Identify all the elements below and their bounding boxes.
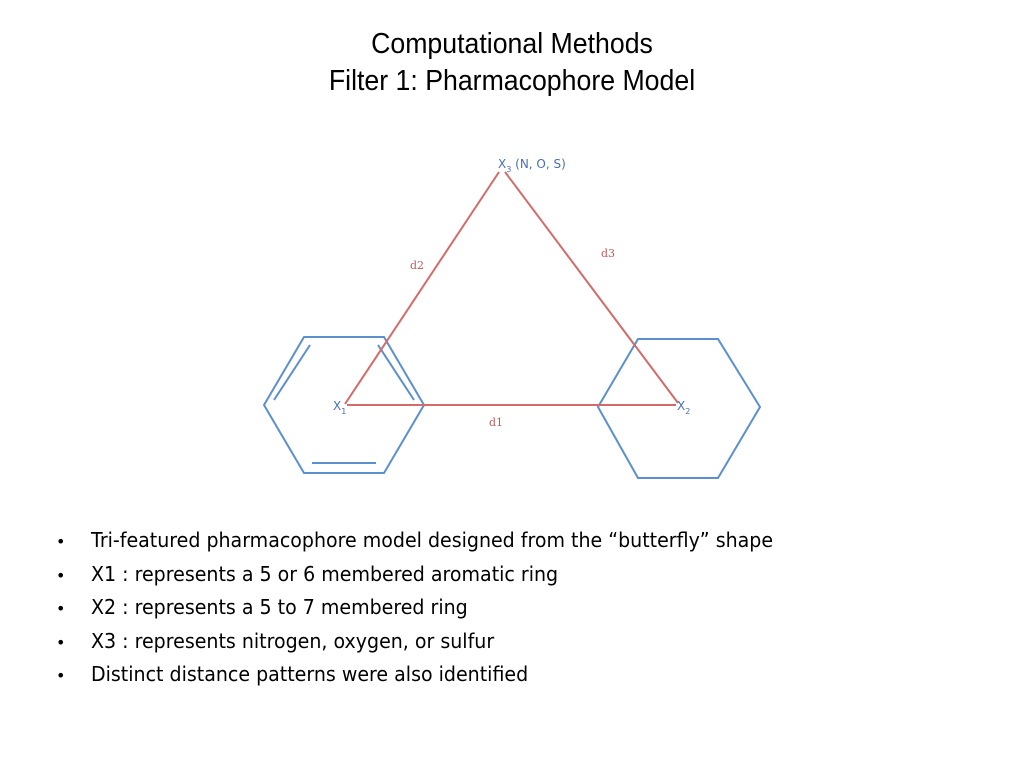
bullet-item: • X3 : represents nitrogen, oxygen, or su… [56, 625, 809, 659]
x2-label: X2 [677, 399, 690, 416]
bullet-marker: • [56, 599, 66, 618]
bullet-text: X2 : represents a 5 to 7 membered ring [91, 595, 468, 619]
ring-x1-outline [262, 336, 426, 474]
distance-label-d1: d1 [489, 416, 503, 429]
bullet-marker: • [56, 666, 66, 685]
bullet-text: X1 : represents a 5 or 6 membered aromat… [91, 561, 559, 586]
bullet-marker: • [56, 532, 66, 551]
edge-d3 [504, 171, 679, 404]
distance-label-d2: d2 [410, 259, 424, 272]
bullet-item: • Tri-featured pharmacophore model design… [56, 524, 809, 558]
title-line-2: Filter 1: Pharmacophore Model [328, 65, 696, 97]
bullet-item: • X2 : represents a 5 to 7 membered ring [56, 591, 809, 625]
bullet-item: • Distinct distance patterns were also id… [56, 658, 809, 692]
x3-label: X3 (N, O, S) [498, 157, 566, 174]
ring-x1-double-bond-left [273, 344, 311, 401]
bullet-text: X3 : represents nitrogen, oxygen, or sul… [91, 628, 495, 653]
distance-label-d3: d3 [601, 247, 615, 260]
bullet-marker: • [56, 632, 66, 652]
aromatic-ring-x1 [262, 336, 426, 474]
bullet-marker: • [56, 565, 66, 585]
bullet-text: Distinct distance patterns were also ide… [91, 662, 529, 686]
x1-label: X1 [333, 399, 346, 416]
slide-title: Computational Methods Filter 1: Pharmaco… [41, 26, 983, 100]
bullet-item: • X1 : represents a 5 or 6 membered aroma… [56, 558, 809, 592]
title-line-1: Computational Methods [371, 28, 653, 60]
ring-x2 [596, 338, 762, 479]
bullet-list: • Tri-featured pharmacophore model design… [56, 524, 809, 692]
ring-x2-outline [596, 338, 762, 479]
edge-d2 [344, 171, 500, 405]
bullet-text: Tri-featured pharmacophore model designe… [91, 528, 774, 552]
pharmacophore-triangle [344, 171, 679, 406]
ring-x1-double-bond-right [377, 344, 415, 401]
